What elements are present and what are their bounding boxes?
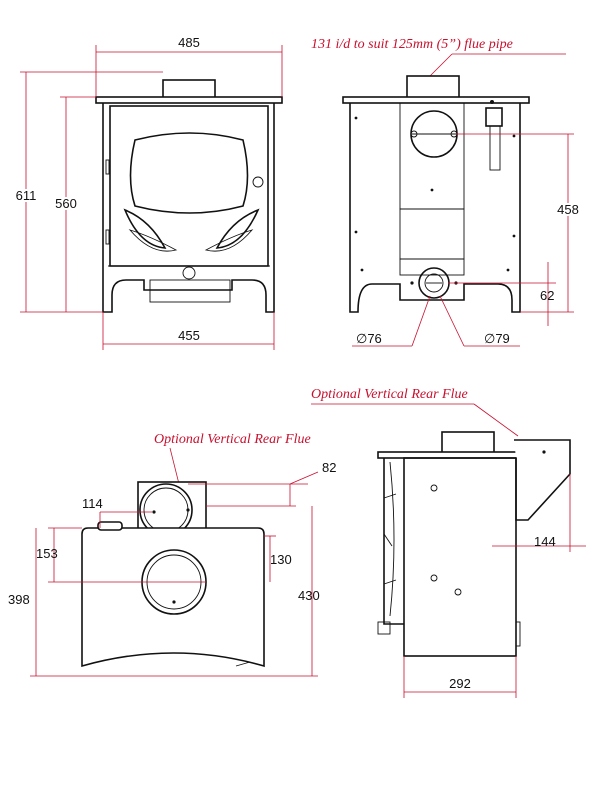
dim-144: 144 bbox=[534, 534, 556, 549]
rear-view: 131 i/d to suit 125mm (5”) flue pipe bbox=[311, 37, 581, 347]
dim-dia-79: ∅79 bbox=[484, 331, 510, 346]
annotation-flue-pipe: 131 i/d to suit 125mm (5”) flue pipe bbox=[311, 37, 513, 52]
dim-455: 455 bbox=[178, 328, 200, 343]
dim-292: 292 bbox=[449, 676, 471, 691]
dim-485: 485 bbox=[178, 35, 200, 50]
annotation-rear-flue-top: Optional Vertical Rear Flue bbox=[154, 432, 311, 447]
dim-398: 398 bbox=[8, 592, 30, 607]
annotation-rear-flue-side: Optional Vertical Rear Flue bbox=[311, 387, 468, 402]
dim-114: 114 bbox=[82, 496, 103, 511]
dim-62: 62 bbox=[540, 288, 554, 303]
dim-153: 153 bbox=[36, 546, 58, 561]
dim-82: 82 bbox=[322, 460, 336, 475]
plan-view: Optional Vertical Rear Flue 82 114 153 bbox=[8, 432, 336, 677]
dim-dia-76: ∅76 bbox=[356, 331, 382, 346]
dim-560: 560 bbox=[55, 196, 77, 211]
front-view: 485 611 560 455 bbox=[14, 35, 283, 350]
dim-430: 430 bbox=[298, 588, 320, 603]
dim-458: 458 bbox=[557, 202, 579, 217]
dim-611: 611 bbox=[16, 188, 37, 203]
dim-130: 130 bbox=[270, 552, 292, 567]
side-view: Optional Vertical Rear Flue 144 bbox=[311, 387, 586, 698]
